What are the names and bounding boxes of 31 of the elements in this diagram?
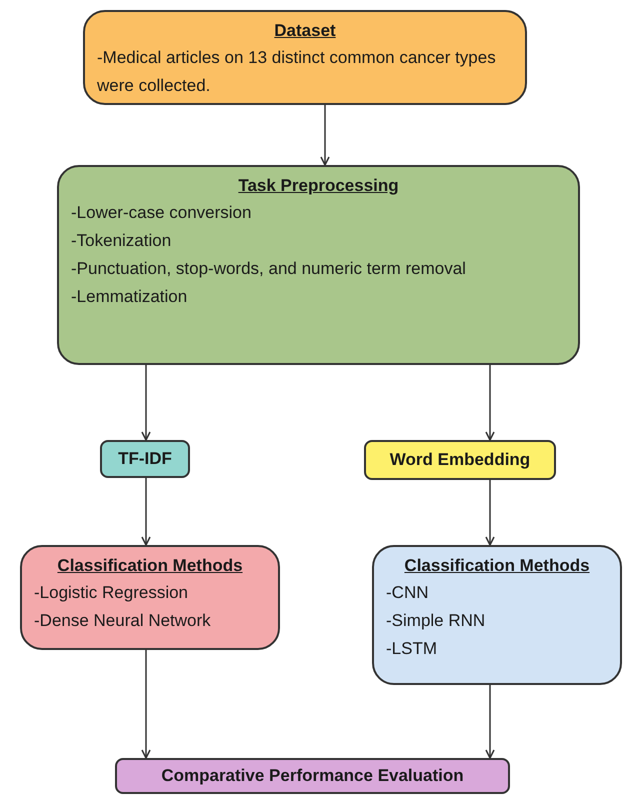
box-heading: Classification Methods	[57, 555, 243, 577]
box-heading: Comparative Performance Evaluation	[161, 765, 464, 787]
bullet-text: -Simple RNN	[386, 610, 486, 632]
arrow	[320, 105, 330, 166]
bullet-text: -Tokenization	[71, 230, 172, 252]
bullet-text: -Dense Neural Network	[34, 610, 212, 632]
method-tag	[364, 440, 556, 480]
arrow	[485, 480, 495, 546]
bullet-text: -Lower-case conversion	[71, 202, 252, 224]
bullet-text: -LSTM	[386, 638, 438, 660]
arrow	[141, 478, 151, 546]
arrow	[485, 685, 495, 759]
bullet-text: -Lemmatization	[71, 286, 188, 308]
box-heading: Dataset	[274, 20, 336, 42]
preprocessing-box	[57, 165, 580, 365]
classifier-box	[372, 545, 622, 685]
bullet-text: -Medical articles on 13 distinct common cancer types were collected.	[97, 47, 497, 97]
box-heading: TF-IDF	[118, 448, 172, 470]
box-heading: Classification Methods	[404, 555, 590, 577]
bullet-text: -CNN	[386, 582, 430, 604]
evaluation-box	[115, 758, 510, 794]
arrow	[485, 365, 495, 441]
bullet-text: -Punctuation, stop-words, and numeric term removal	[71, 258, 467, 280]
arrow	[141, 365, 151, 441]
bullet-text: -Logistic Regression	[34, 582, 190, 604]
dataset-box	[83, 10, 527, 105]
box-heading: Word Embedding	[390, 449, 530, 471]
arrow	[141, 650, 151, 759]
method-tag	[100, 440, 190, 478]
classifier-box	[20, 545, 280, 650]
box-heading: Task Preprocessing	[238, 175, 399, 197]
